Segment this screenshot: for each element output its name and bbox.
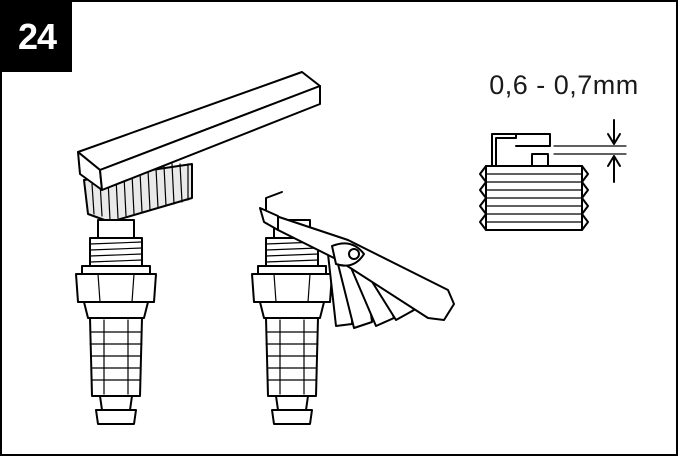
spark-plug-gauged-icon bbox=[251, 191, 333, 425]
brush-handle bbox=[77, 71, 321, 191]
wire-brush-icon bbox=[77, 71, 321, 223]
step-number-badge: 24 bbox=[2, 2, 72, 72]
spark-plug-icon bbox=[75, 219, 157, 425]
feeler-gauge-icon bbox=[259, 207, 455, 329]
electrode-gap-spec: 0,6 - 0,7mm bbox=[489, 70, 639, 100]
electrode-gap-detail-icon bbox=[479, 119, 627, 231]
